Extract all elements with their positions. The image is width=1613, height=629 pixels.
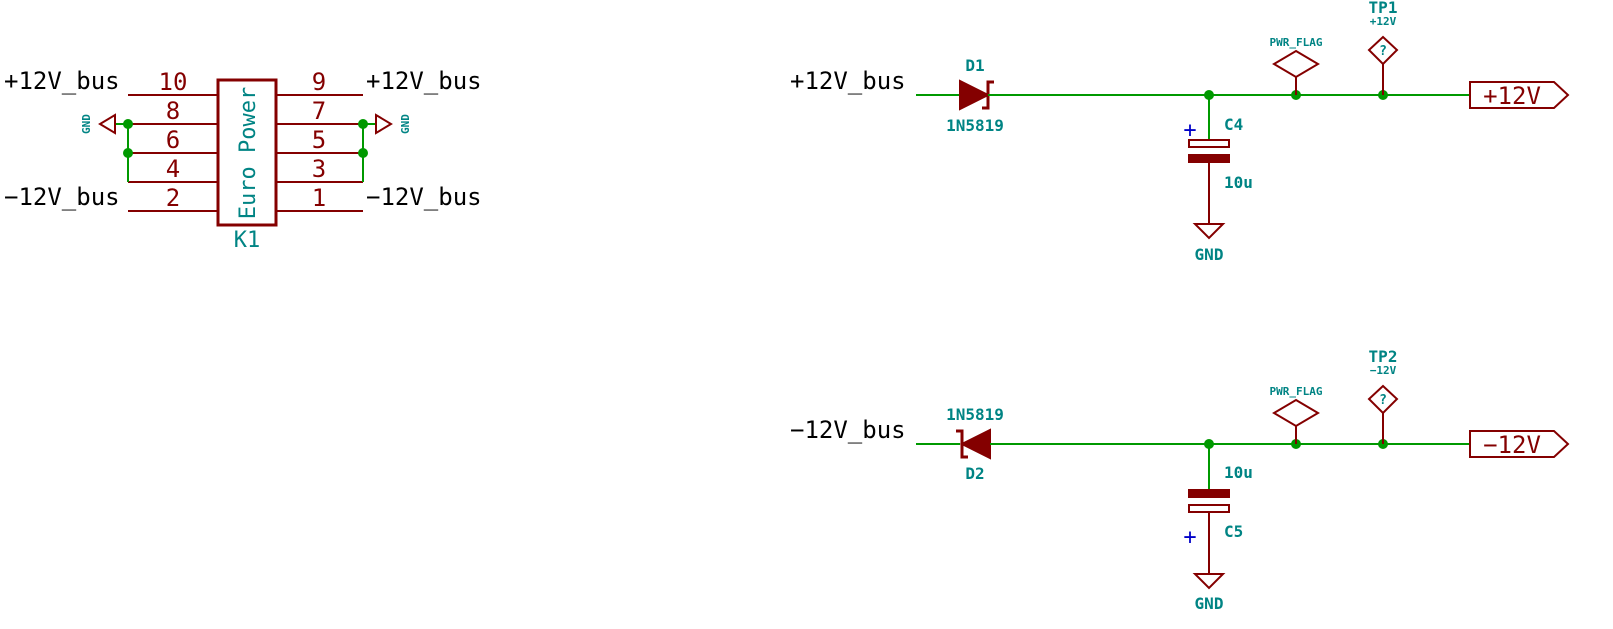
component-value: 10u <box>1224 173 1253 192</box>
pin-number: 6 <box>166 126 180 154</box>
negative-rail: −12V_bus 1N5819 D2 + 10u C5 GND <box>790 347 1570 613</box>
output-port-plus12v[interactable]: +12V <box>1469 81 1570 110</box>
junction-dot <box>123 119 133 129</box>
gnd-label: GND <box>80 114 93 134</box>
pwr-flag-label: PWR_FLAG <box>1270 36 1323 49</box>
port-outline <box>1469 430 1570 458</box>
euro-power-connector[interactable]: Euro Power 10 8 6 4 2 9 7 5 3 1 K1 <box>128 68 363 253</box>
gnd-symbol[interactable]: GND <box>1192 223 1226 264</box>
diode-icon <box>959 428 991 460</box>
pin-number: 10 <box>159 68 188 96</box>
component-value: 1N5819 <box>946 405 1004 424</box>
schottky-bar-icon <box>956 429 968 459</box>
test-point-icon <box>1367 35 1399 66</box>
component-ref: TP2 <box>1369 347 1398 366</box>
polarity-mark: + <box>1183 118 1196 143</box>
cap-plate-filled <box>1188 489 1230 498</box>
component-ref: D2 <box>965 464 984 483</box>
pwr-flag-icon <box>1272 398 1320 428</box>
gnd-label: GND <box>1195 245 1224 264</box>
port-outline <box>1469 81 1570 109</box>
gnd-triangle-icon <box>1192 223 1226 240</box>
diode-d2[interactable]: 1N5819 D2 <box>946 405 1004 483</box>
component-value: 10u <box>1224 463 1253 482</box>
gnd-symbol-left[interactable]: GND <box>80 113 116 135</box>
gnd-triangle-icon <box>375 113 393 135</box>
component-value: −12V <box>1370 364 1397 377</box>
gnd-symbol-right[interactable]: GND <box>375 113 412 135</box>
junction-dot <box>358 119 368 129</box>
component-ref: C5 <box>1224 522 1243 541</box>
pwr-flag-icon <box>1272 49 1320 79</box>
net-label[interactable]: +12V_bus <box>366 67 482 95</box>
cap-plate-open <box>1188 139 1230 148</box>
port-label: +12V <box>1483 82 1541 110</box>
net-label[interactable]: +12V_bus <box>4 67 120 95</box>
pwr-flag-label: PWR_FLAG <box>1270 385 1323 398</box>
cap-plate-open <box>1188 504 1230 513</box>
gnd-symbol[interactable]: GND <box>1192 573 1226 613</box>
diode-d1[interactable]: D1 1N5819 <box>946 56 1004 135</box>
diode-icon <box>959 79 991 111</box>
test-point-glyph: ? <box>1379 44 1387 59</box>
component-value: 1N5819 <box>946 116 1004 135</box>
connector-name: Euro Power <box>236 87 261 219</box>
polarity-mark: + <box>1183 525 1196 550</box>
net-label[interactable]: −12V_bus <box>366 183 482 211</box>
gnd-triangle-icon <box>98 113 116 135</box>
pin-number: 8 <box>166 97 180 125</box>
gnd-label: GND <box>1195 594 1224 613</box>
output-port-minus12v[interactable]: −12V <box>1469 430 1570 459</box>
gnd-label: GND <box>399 114 412 134</box>
port-label: −12V <box>1483 431 1541 459</box>
pin-number: 9 <box>312 68 326 96</box>
connector-ref: K1 <box>234 228 261 253</box>
capacitor-c4[interactable]: + C4 10u <box>1183 95 1253 224</box>
pin-number: 5 <box>312 126 326 154</box>
junction-dot <box>358 148 368 158</box>
test-point-tp1[interactable]: ? TP1 +12V <box>1367 0 1399 95</box>
test-point-icon <box>1367 384 1399 415</box>
cap-plate-filled <box>1188 154 1230 163</box>
gnd-triangle-icon <box>1192 573 1226 590</box>
pin-number: 2 <box>166 184 180 212</box>
positive-rail: +12V_bus D1 1N5819 + C4 10u GND <box>790 0 1570 264</box>
net-label[interactable]: −12V_bus <box>4 183 120 211</box>
component-ref: D1 <box>965 56 984 75</box>
pin-number: 4 <box>166 155 180 183</box>
net-label[interactable]: −12V_bus <box>790 416 906 444</box>
junction-dot <box>123 148 133 158</box>
test-point-glyph: ? <box>1379 393 1387 408</box>
capacitor-c5[interactable]: + 10u C5 <box>1183 444 1253 574</box>
pin-number: 3 <box>312 155 326 183</box>
pwr-flag[interactable]: PWR_FLAG <box>1270 36 1323 95</box>
test-point-tp2[interactable]: ? TP2 −12V <box>1367 347 1399 444</box>
pin-number: 7 <box>312 97 326 125</box>
component-ref: C4 <box>1224 115 1243 134</box>
component-ref: TP1 <box>1369 0 1398 17</box>
pwr-flag[interactable]: PWR_FLAG <box>1270 385 1323 444</box>
net-label[interactable]: +12V_bus <box>790 67 906 95</box>
pin-number: 1 <box>312 184 326 212</box>
component-value: +12V <box>1370 15 1397 28</box>
